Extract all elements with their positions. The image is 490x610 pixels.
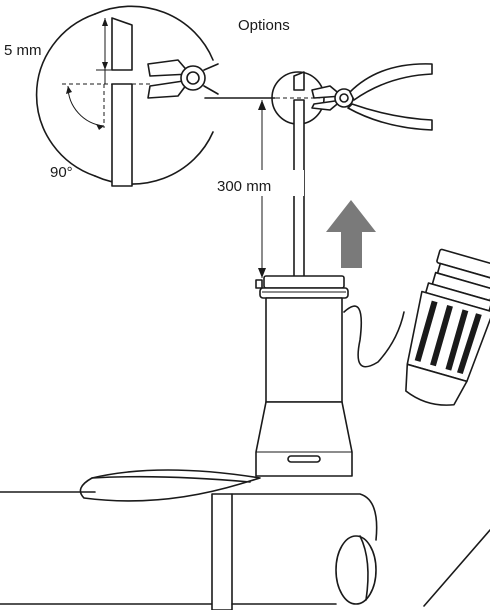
magnifier-arc-top bbox=[94, 5, 214, 61]
gap-label: 5 mm bbox=[4, 42, 42, 59]
gap-arrow-mid bbox=[102, 62, 108, 70]
options-label: Options bbox=[238, 17, 290, 34]
up-arrow-icon bbox=[326, 200, 376, 268]
sensor-cap-icon bbox=[405, 248, 490, 406]
gap-arrow-top bbox=[102, 18, 108, 26]
mounting-strap bbox=[79, 469, 261, 502]
angle-label: 90° bbox=[50, 164, 73, 181]
cutter-pliers-icon bbox=[311, 63, 433, 131]
sensor-body bbox=[255, 275, 353, 477]
tube-top-cut bbox=[293, 71, 305, 91]
tube-lower bbox=[111, 83, 133, 187]
angle-arc bbox=[67, 85, 105, 127]
height-label-front: 300 mm bbox=[217, 178, 271, 195]
sensor-cable bbox=[343, 305, 405, 368]
pipe bbox=[0, 491, 490, 610]
tube-cut-upper bbox=[111, 17, 133, 71]
pipe-edge bbox=[423, 529, 490, 607]
detail-magnifier bbox=[35, 5, 219, 187]
magnifier-arc bbox=[35, 13, 96, 177]
magnified-cutter-icon bbox=[147, 59, 219, 99]
height-dimension bbox=[214, 100, 304, 278]
